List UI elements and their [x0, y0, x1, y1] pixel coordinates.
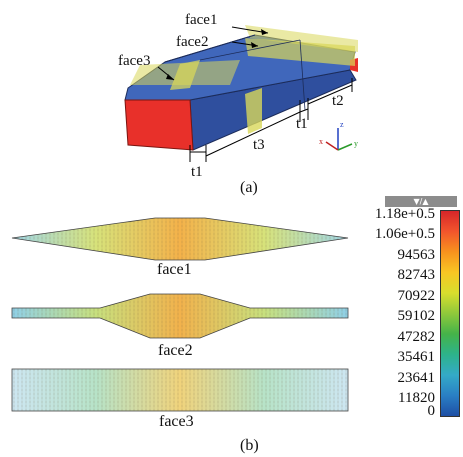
colorbar-tick-7: 35461	[397, 349, 436, 365]
caption-a: (a)	[240, 179, 258, 196]
axis-z-label: z	[340, 120, 344, 129]
colorbar-strip	[440, 210, 460, 417]
axis-y-label: y	[354, 139, 358, 148]
face1-label-a: face1	[185, 12, 218, 28]
t3-label: t3	[253, 137, 265, 153]
dim-t3	[205, 111, 301, 157]
axis-x-label: x	[319, 137, 323, 146]
face1-label-b: face1	[157, 261, 192, 278]
dim-t2	[307, 84, 353, 105]
colorbar-tick-1: 1.06e+0.5	[374, 226, 435, 242]
face3-highlight-band-top	[130, 60, 240, 85]
dim-t1-right	[299, 108, 309, 113]
face2-label-b: face2	[158, 342, 193, 359]
t1-label-right: t1	[296, 116, 308, 132]
colorbar-tick-3: 82743	[397, 267, 436, 283]
t2-label: t2	[332, 93, 344, 109]
colorbar-header: ▼/▲	[385, 196, 457, 207]
face3-highlight-band-side	[245, 88, 262, 134]
axis-y	[337, 143, 353, 151]
colorbar-tick-8: 23641	[397, 370, 436, 386]
face3-label-b: face3	[159, 413, 194, 430]
face3-label-a: face3	[118, 53, 151, 69]
colorbar-tick-2: 94563	[397, 247, 436, 263]
colorbar-tick-10: 0	[427, 403, 436, 419]
colorbar-tick-6: 47282	[397, 329, 436, 345]
colorbar-tick-0: 1.18e+0.5	[374, 206, 435, 222]
axis-x	[325, 141, 339, 151]
face2-label-a: face2	[176, 34, 209, 50]
face1-highlight	[245, 25, 358, 52]
caption-b: (b)	[240, 437, 259, 454]
colorbar-tick-9: 11820	[398, 390, 435, 406]
colorbar-tick-4: 70922	[397, 288, 436, 304]
colorbar-tick-5: 59102	[397, 308, 436, 324]
box-end-face	[124, 99, 194, 151]
t1-label-left: t1	[191, 164, 203, 180]
